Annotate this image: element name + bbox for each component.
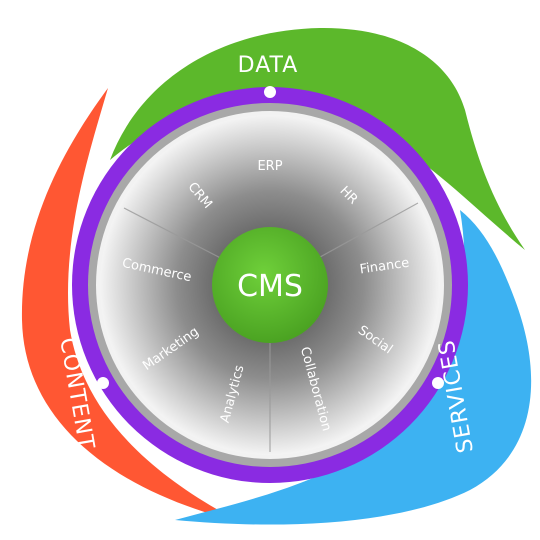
ring-dot-right: [432, 377, 444, 389]
ring-dot-top: [264, 86, 276, 98]
cms-core: [212, 227, 328, 343]
segment-label-erp: ERP: [257, 159, 282, 174]
content-petal: [21, 88, 241, 522]
data-petal: [110, 27, 525, 250]
segment-label-finance: Finance: [359, 256, 410, 278]
outer-label-data: DATA: [238, 53, 299, 78]
core-label: CMS: [237, 269, 303, 304]
services-petal: [175, 210, 532, 525]
ring-dot-left: [97, 377, 109, 389]
